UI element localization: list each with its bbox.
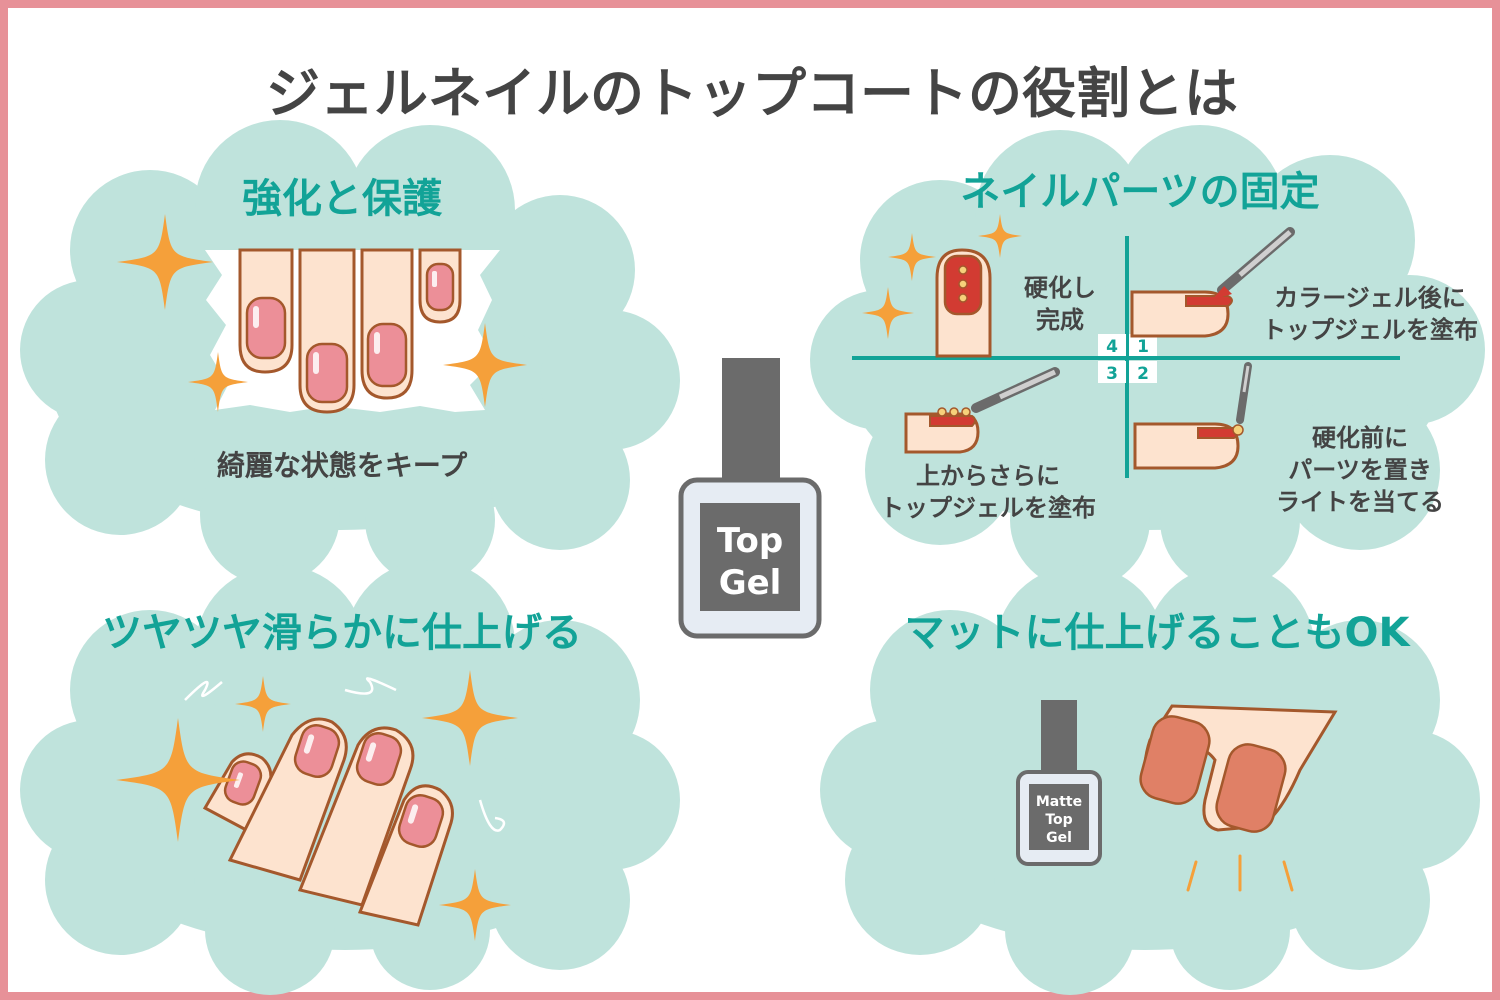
step1-text-line1: カラージェル後に [1274,284,1466,312]
section-parts: ネイルパーツの固定 4 1 3 2 硬化し 完成 カラージェル後に [852,169,1478,522]
step4-text-line1: 硬化し [1024,274,1096,302]
nail-highlights [253,271,437,374]
section-glossy: ツヤツヤ滑らかに仕上げる [102,610,582,941]
matte-nails [1139,715,1287,833]
tweezers-icon [1232,362,1252,436]
nail-highlights-glossy [233,734,419,824]
step3-text-line1: 上からさらに [916,462,1060,490]
step2-text-line2: パーツを置き [1288,456,1432,484]
section-heading-matte: マットに仕上げることもOK [905,610,1412,656]
bottle-label-line2: Gel [719,563,782,603]
matte-bottle-cap [1041,700,1077,778]
step4-text-line2: 完成 [1036,306,1084,334]
stud-icons [958,265,968,303]
section-heading-parts: ネイルパーツの固定 [960,169,1319,215]
pink-nails-glossy [223,724,445,848]
step-number-1: 1 [1137,337,1149,357]
red-nail-step1 [1185,295,1233,307]
step-number-2: 2 [1137,364,1149,384]
section-matte: マットに仕上げることもOK Matte Top Gel [905,610,1412,892]
step1-text-line2: トップジェルを塗布 [1262,316,1478,344]
step-number-3: 3 [1106,364,1118,384]
brush-icon [971,367,1060,413]
section-strengthen: 強化と保護 綺麗な状態をキープ [117,176,527,482]
red-nail-step3 [929,415,976,427]
top-gel-bottle: Top Gel [678,358,822,639]
caption-strengthen: 綺麗な状態をキープ [217,449,468,482]
shine-swirl-icons [184,677,506,832]
stud-icons [937,407,971,417]
page-title: ジェルネイルのトップコートの役割とは [266,62,1238,125]
section-heading-glossy: ツヤツヤ滑らかに仕上げる [102,610,582,656]
tap-lines-icon [1186,854,1294,892]
bottle-label [700,503,800,611]
step2-text-line3: ライトを当てる [1276,488,1444,516]
matte-bottle-line3: Gel [1046,830,1072,846]
bottle-label-line1: Top [717,521,783,561]
section-heading-strengthen: 強化と保護 [242,176,443,222]
brush-icon [1212,227,1295,300]
matte-bottle-label [1029,784,1089,850]
step2-text-line1: 硬化前に [1312,424,1408,452]
bottle-cap [722,358,780,486]
matte-bottle-line1: Matte [1036,794,1082,810]
red-nail-step2 [1197,427,1239,439]
step-number-4: 4 [1106,337,1118,357]
matte-bottle-line2: Top [1045,812,1072,828]
step3-text-line2: トップジェルを塗布 [880,494,1096,522]
